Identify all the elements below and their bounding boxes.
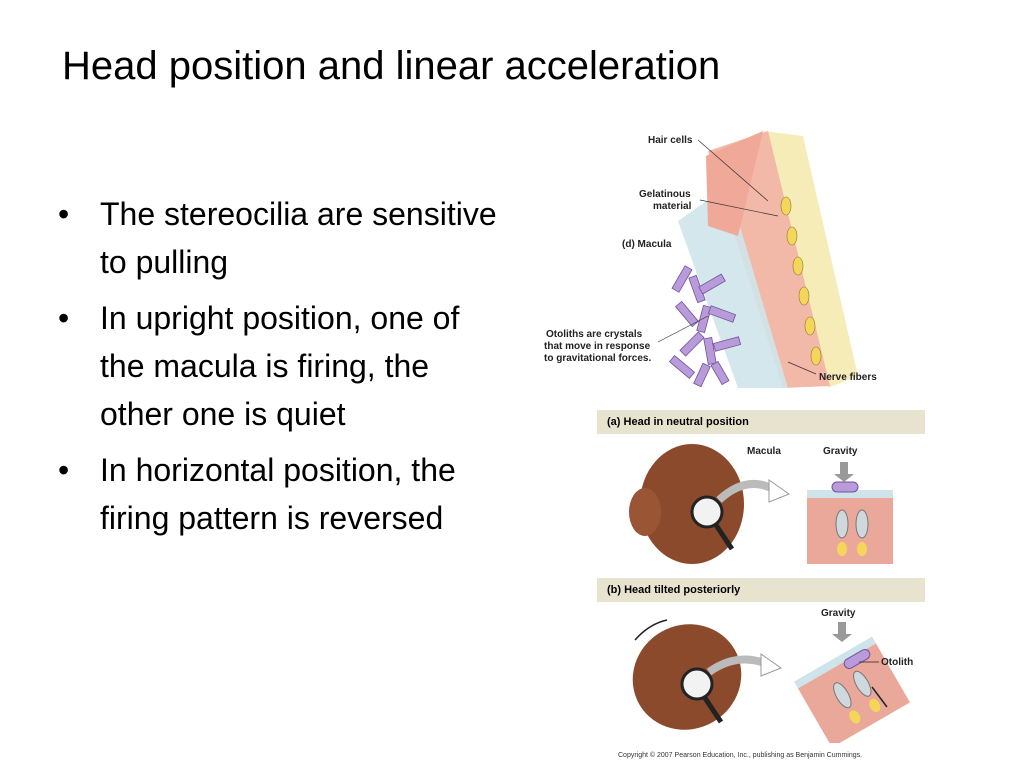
panel-tilted-heading: (b) Head tilted posteriorly bbox=[597, 578, 925, 602]
gravity-arrow-icon bbox=[832, 634, 852, 642]
label-otoliths-line1: Otoliths are crystals bbox=[546, 329, 643, 340]
bullet-dot: • bbox=[58, 196, 70, 232]
copyright-notice: Copyright © 2007 Pearson Education, Inc.… bbox=[618, 752, 863, 759]
nerve-layer bbox=[763, 131, 858, 388]
bullet-text: In upright position, one of the macula i… bbox=[100, 300, 460, 432]
label-otoliths-line3: to gravitational forces. bbox=[544, 353, 651, 364]
label-gravity: Gravity bbox=[823, 446, 858, 457]
otolith-icon bbox=[843, 649, 871, 669]
panel-tilted-tag: (b) bbox=[607, 584, 622, 596]
bullet-text: In horizontal position, the firing patte… bbox=[100, 452, 456, 536]
tilted-illustration: Gravity Otolith bbox=[632, 608, 913, 748]
label-macula: Macula bbox=[747, 446, 781, 457]
bullet-text: The stereocilia are sensitive to pulling bbox=[100, 196, 497, 280]
tissue-block bbox=[807, 494, 893, 564]
otolith-crystals bbox=[668, 265, 742, 388]
panel-neutral: (a) Head in neutral position Macula Grav… bbox=[597, 410, 925, 570]
label-otoliths-line2: that move in response bbox=[544, 341, 651, 352]
panel-tilted-title: Head tilted posteriorly bbox=[624, 584, 741, 596]
label-gravity: Gravity bbox=[821, 608, 856, 619]
tilted-tissue bbox=[794, 636, 910, 748]
textured-surface bbox=[706, 131, 763, 236]
label-hair-cells: Hair cells bbox=[648, 135, 693, 146]
magnifier-icon bbox=[690, 495, 724, 529]
bullet-list: • The stereocilia are sensitive to pullin… bbox=[58, 190, 498, 550]
gravity-arrow-icon bbox=[834, 474, 854, 482]
hair-cells bbox=[780, 196, 822, 366]
head-silhouette bbox=[640, 444, 744, 564]
bullet-item: • The stereocilia are sensitive to pullin… bbox=[58, 190, 498, 286]
panel-neutral-title: Head in neutral position bbox=[623, 416, 749, 428]
bullet-dot: • bbox=[58, 452, 70, 488]
bullet-item: • In upright position, one of the macula … bbox=[58, 294, 498, 438]
macula-figure: Hair cells Gelatinous material (d) Macul… bbox=[538, 126, 888, 398]
panel-tilted: (b) Head tilted posteriorly Gravity Otol… bbox=[597, 578, 925, 748]
label-otolith: Otolith bbox=[881, 657, 913, 668]
slide-title: Head position and linear acceleration bbox=[62, 44, 721, 88]
panel-neutral-tag: (a) bbox=[607, 416, 621, 428]
bullet-item: • In horizontal position, the firing patt… bbox=[58, 446, 498, 542]
label-nerve-fibers: Nerve fibers bbox=[819, 372, 877, 383]
macula-illustration: Hair cells Gelatinous material (d) Macul… bbox=[544, 131, 877, 388]
otolith-icon bbox=[831, 481, 859, 493]
magnifier-icon bbox=[680, 667, 714, 701]
neutral-illustration: Macula Gravity bbox=[629, 444, 893, 564]
label-gelatinous-line2: material bbox=[653, 201, 692, 212]
label-gelatinous-line1: Gelatinous bbox=[639, 189, 691, 200]
tilt-arrow-icon bbox=[634, 619, 668, 641]
panel-neutral-heading: (a) Head in neutral position bbox=[597, 410, 925, 434]
gelatinous-layer bbox=[678, 186, 788, 388]
label-macula-panel: (d) Macula bbox=[622, 239, 672, 250]
bullet-dot: • bbox=[58, 300, 70, 336]
